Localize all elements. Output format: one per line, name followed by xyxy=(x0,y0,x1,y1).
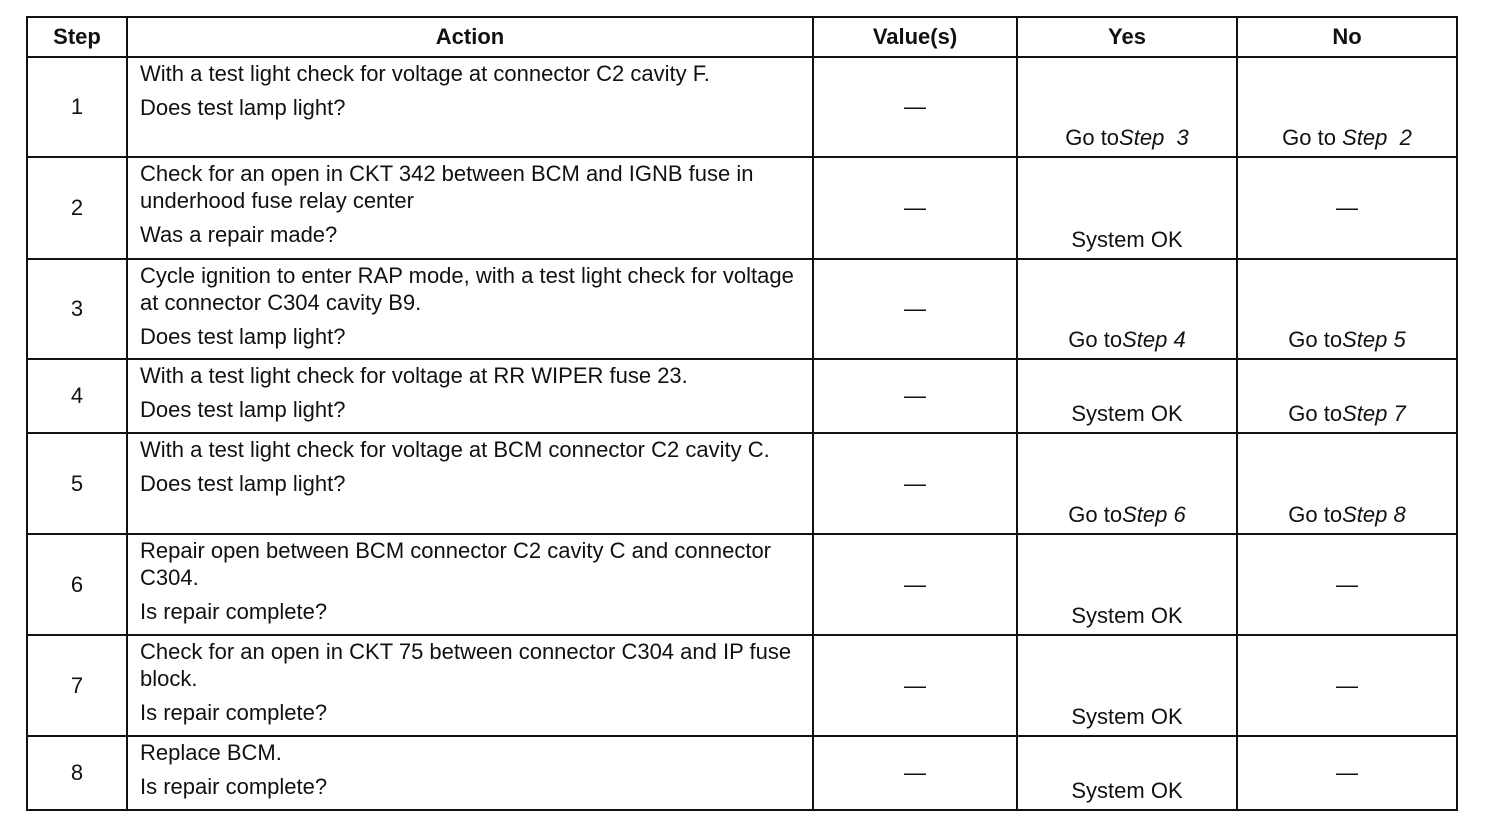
no-result-cell: — xyxy=(1236,533,1458,636)
yes-result-text: System OK xyxy=(1071,704,1183,729)
no-result-text: Go to xyxy=(1288,401,1343,426)
action-description: With a test light check for voltage at R… xyxy=(140,363,688,388)
yes-result-text: System OK xyxy=(1071,603,1183,628)
action-description: Check for an open in CKT 75 between conn… xyxy=(140,639,792,691)
table-row: 8 Replace BCM. Is repair complete? — System … xyxy=(26,735,1458,811)
no-result-text: — xyxy=(1336,760,1358,785)
no-result-cell: Go to Step 2 xyxy=(1236,56,1458,158)
header-values: Value(s) xyxy=(812,16,1018,58)
step-number: 7 xyxy=(26,634,128,737)
no-result-cell: Go toStep 8 xyxy=(1236,432,1458,535)
action-question: Does test lamp light? xyxy=(140,471,346,496)
no-result-cell: Go toStep 7 xyxy=(1236,358,1458,434)
table-row: 4 With a test light check for voltage at … xyxy=(26,358,1458,434)
action-question: Does test lamp light? xyxy=(140,324,346,349)
yes-step-reference[interactable]: Step 4 xyxy=(1122,327,1186,352)
value-cell: — xyxy=(812,533,1018,636)
yes-result-cell: Go toStep 6 xyxy=(1016,432,1238,535)
value-cell: — xyxy=(812,432,1018,535)
no-result-cell: — xyxy=(1236,156,1458,260)
step-number: 2 xyxy=(26,156,128,260)
no-step-reference[interactable]: Step 5 xyxy=(1342,327,1406,352)
action-cell: Repair open between BCM connector C2 cav… xyxy=(126,533,814,636)
action-cell: With a test light check for voltage at B… xyxy=(126,432,814,535)
value-cell: — xyxy=(812,735,1018,811)
no-step-reference[interactable]: Step 2 xyxy=(1342,125,1412,150)
yes-step-reference[interactable]: Step 6 xyxy=(1122,502,1186,527)
no-result-text: — xyxy=(1336,672,1358,698)
table-row: 5 With a test light check for voltage at … xyxy=(26,432,1458,535)
no-result-cell: — xyxy=(1236,634,1458,737)
table-row: 1 With a test light check for voltage at … xyxy=(26,56,1458,158)
no-result-text: Go to xyxy=(1288,502,1343,527)
no-result-text: Go to xyxy=(1282,125,1343,150)
action-cell: Cycle ignition to enter RAP mode, with a… xyxy=(126,258,814,360)
action-cell: Check for an open in CKT 75 between conn… xyxy=(126,634,814,737)
no-step-reference[interactable]: Step 7 xyxy=(1342,401,1406,426)
action-cell: Check for an open in CKT 342 between BCM… xyxy=(126,156,814,260)
value-cell: — xyxy=(812,634,1018,737)
action-cell: With a test light check for voltage at R… xyxy=(126,358,814,434)
no-result-cell: Go toStep 5 xyxy=(1236,258,1458,360)
value-cell: — xyxy=(812,156,1018,260)
yes-result-text: System OK xyxy=(1071,227,1183,252)
action-description: Replace BCM. xyxy=(140,740,282,765)
yes-result-text: Go to xyxy=(1065,125,1120,150)
step-number: 5 xyxy=(26,432,128,535)
yes-result-cell: Go toStep 4 xyxy=(1016,258,1238,360)
header-step: Step xyxy=(26,16,128,58)
action-description: With a test light check for voltage at c… xyxy=(140,61,710,86)
value-cell: — xyxy=(812,358,1018,434)
value-cell: — xyxy=(812,56,1018,158)
action-cell: With a test light check for voltage at c… xyxy=(126,56,814,158)
yes-result-cell: System OK xyxy=(1016,634,1238,737)
action-question: Does test lamp light? xyxy=(140,397,346,422)
action-question: Is repair complete? xyxy=(140,700,328,725)
table-header-row: Step Action Value(s) Yes No xyxy=(26,16,1458,58)
yes-result-text: System OK xyxy=(1071,778,1183,803)
step-number: 4 xyxy=(26,358,128,434)
action-description: With a test light check for voltage at B… xyxy=(140,437,770,462)
yes-result-cell: System OK xyxy=(1016,735,1238,811)
no-result-cell: — xyxy=(1236,735,1458,811)
action-cell: Replace BCM. Is repair complete? xyxy=(126,735,814,811)
step-number: 3 xyxy=(26,258,128,360)
step-number: 1 xyxy=(26,56,128,158)
yes-result-text: Go to xyxy=(1068,327,1123,352)
yes-result-cell: System OK xyxy=(1016,358,1238,434)
yes-result-text: Go to xyxy=(1068,502,1123,527)
value-cell: — xyxy=(812,258,1018,360)
yes-result-cell: Go toStep 3 xyxy=(1016,56,1238,158)
action-description: Check for an open in CKT 342 between BCM… xyxy=(140,161,754,213)
yes-result-text: System OK xyxy=(1071,401,1183,426)
yes-step-reference[interactable]: Step 3 xyxy=(1119,125,1189,150)
step-number: 6 xyxy=(26,533,128,636)
action-description: Cycle ignition to enter RAP mode, with a… xyxy=(140,263,794,315)
step-number: 8 xyxy=(26,735,128,811)
yes-result-cell: System OK xyxy=(1016,533,1238,636)
action-question: Is repair complete? xyxy=(140,774,328,799)
yes-result-cell: System OK xyxy=(1016,156,1238,260)
no-result-text: — xyxy=(1336,571,1358,597)
action-question: Is repair complete? xyxy=(140,599,328,624)
action-question: Does test lamp light? xyxy=(140,95,346,120)
header-action: Action xyxy=(126,16,814,58)
no-result-text: — xyxy=(1336,195,1358,220)
no-result-text: Go to xyxy=(1288,327,1343,352)
action-description: Repair open between BCM connector C2 cav… xyxy=(140,538,772,590)
action-question: Was a repair made? xyxy=(140,222,338,247)
no-step-reference[interactable]: Step 8 xyxy=(1342,502,1406,527)
header-yes: Yes xyxy=(1016,16,1238,58)
header-no: No xyxy=(1236,16,1458,58)
